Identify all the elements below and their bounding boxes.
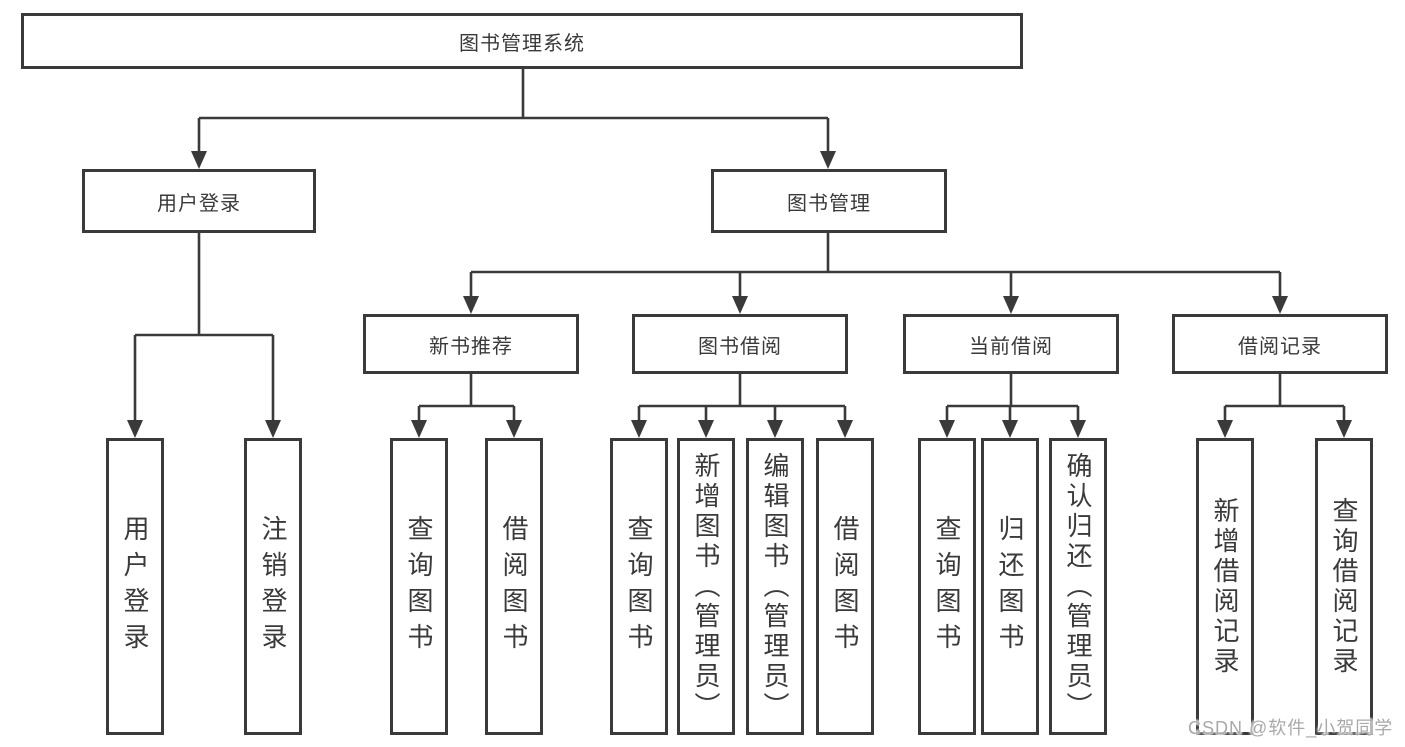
arrowhead-down-icon <box>1217 420 1233 438</box>
arrowhead-down-icon <box>767 420 783 438</box>
connector-current-borrow-to-leaves <box>939 374 1086 438</box>
leaf-label: 查询图书 <box>404 514 434 659</box>
leaf-borrow-books-recommend: 借阅图书 <box>485 438 543 735</box>
leaf-user-login: 用户登录 <box>106 438 164 735</box>
arrowhead-down-icon <box>265 420 281 438</box>
leaf-return-books: 归还图书 <box>981 438 1039 735</box>
node-current-borrow: 当前借阅 <box>903 314 1119 374</box>
arrowhead-down-icon <box>698 420 714 438</box>
node-book-borrow: 图书借阅 <box>632 314 848 374</box>
node-user-login: 用户登录 <box>82 169 316 233</box>
leaf-label: 用户登录 <box>120 514 150 659</box>
arrowhead-down-icon <box>127 420 143 438</box>
node-book-management: 图书管理 <box>711 169 947 233</box>
arrowhead-down-icon <box>732 296 748 314</box>
connector-book-borrow-to-leaves <box>631 374 853 438</box>
csdn-watermark: CSDN @软件_小贺同学 <box>1188 718 1394 738</box>
leaf-query-books-borrow: 查询图书 <box>610 438 668 735</box>
leaf-borrow-books: 借阅图书 <box>816 438 874 735</box>
arrowhead-down-icon <box>1070 420 1086 438</box>
arrowhead-down-icon <box>463 296 479 314</box>
leaf-query-books-recommend: 查询图书 <box>390 438 448 735</box>
leaf-label: 编辑图书（管理员） <box>760 451 790 722</box>
connector-new-book-to-leaves <box>411 374 522 438</box>
arrowhead-down-icon <box>1272 296 1288 314</box>
node-label: 借阅记录 <box>1238 335 1322 358</box>
leaf-label: 确认归还（管理员） <box>1063 451 1093 722</box>
node-label: 当前借阅 <box>969 335 1053 358</box>
leaf-add-borrow-record: 新增借阅记录 <box>1196 438 1254 735</box>
connector-borrow-records-to-leaves <box>1217 374 1352 438</box>
leaf-query-borrow-record: 查询借阅记录 <box>1315 438 1373 735</box>
arrowhead-down-icon <box>191 151 207 169</box>
leaf-label: 查询图书 <box>624 514 654 659</box>
leaf-edit-books-admin: 编辑图书（管理员） <box>746 438 804 735</box>
node-label: 图书管理 <box>787 192 871 215</box>
arrowhead-down-icon <box>939 420 955 438</box>
leaf-add-books-admin: 新增图书（管理员） <box>677 438 735 735</box>
leaf-label: 借阅图书 <box>499 514 529 659</box>
connector-book-management-to-level3 <box>463 233 1288 314</box>
leaf-label: 查询图书 <box>932 514 962 659</box>
leaf-logout: 注销登录 <box>244 438 302 735</box>
node-library-management-system: 图书管理系统 <box>21 13 1023 69</box>
arrowhead-down-icon <box>631 420 647 438</box>
leaf-label: 借阅图书 <box>830 514 860 659</box>
leaf-query-books-current: 查询图书 <box>918 438 976 735</box>
arrowhead-down-icon <box>1003 296 1019 314</box>
connector-user-login-to-leaves <box>127 233 281 438</box>
node-borrow-records: 借阅记录 <box>1172 314 1388 374</box>
node-label: 用户登录 <box>157 192 241 215</box>
leaf-label: 新增借阅记录 <box>1210 496 1240 677</box>
node-label: 图书借阅 <box>698 335 782 358</box>
leaf-label: 新增图书（管理员） <box>691 451 721 722</box>
arrowhead-down-icon <box>820 151 836 169</box>
leaf-confirm-return-admin: 确认归还（管理员） <box>1049 438 1107 735</box>
node-label: 图书管理系统 <box>459 32 585 55</box>
leaf-label: 注销登录 <box>258 514 288 659</box>
connector-root-to-level2 <box>191 69 836 169</box>
arrowhead-down-icon <box>837 420 853 438</box>
arrowhead-down-icon <box>1336 420 1352 438</box>
leaf-label: 查询借阅记录 <box>1329 496 1359 677</box>
node-label: 新书推荐 <box>429 335 513 358</box>
arrowhead-down-icon <box>411 420 427 438</box>
node-new-book-recommend: 新书推荐 <box>363 314 579 374</box>
arrowhead-down-icon <box>506 420 522 438</box>
leaf-label: 归还图书 <box>995 514 1025 659</box>
arrowhead-down-icon <box>1002 420 1018 438</box>
